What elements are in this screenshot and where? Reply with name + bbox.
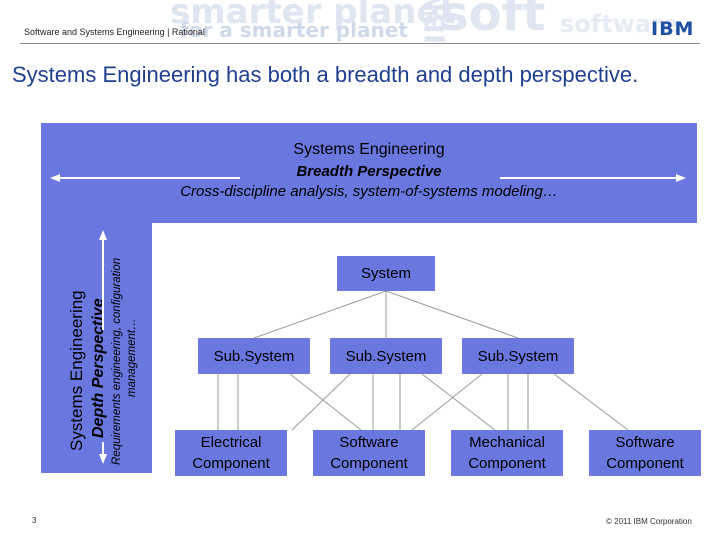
header-banner: smarter planet for a smarter planet IBM … [0, 0, 720, 46]
header-divider [20, 43, 700, 44]
subsystem-box: Sub.System [198, 338, 310, 374]
ibm-logo: IBM [651, 18, 697, 40]
component-box-software: Software Component [313, 430, 425, 476]
component-label: Software [339, 434, 399, 451]
breadcrumb: Software and Systems Engineering | Ratio… [24, 27, 205, 37]
subsystem-box: Sub.System [330, 338, 442, 374]
depth-band [41, 223, 152, 473]
component-box-mechanical: Mechanical Component [451, 430, 563, 476]
breadth-heading: Systems Engineering [293, 141, 445, 158]
component-label: Component [468, 455, 546, 472]
page-number: 3 [32, 516, 37, 525]
component-box-software-2: Software Component [589, 430, 701, 476]
subsystem-box: Sub.System [462, 338, 574, 374]
component-label: Electrical [200, 434, 262, 451]
system-box: System [337, 256, 435, 291]
breadth-subheading: Breadth Perspective [296, 163, 442, 180]
component-box-electrical: Electrical Component [175, 430, 287, 476]
slide-title: Systems Engineering has both a breadth a… [12, 62, 639, 87]
copyright-notice: © 2011 IBM Corporation [606, 517, 692, 526]
watermark-text: software [560, 10, 680, 38]
watermark-text: smarter planet [170, 0, 456, 32]
tree-connectors [217, 290, 629, 431]
component-label: Software [615, 434, 675, 451]
breadth-band [41, 123, 697, 223]
watermark-text: soft [440, 0, 546, 42]
breadth-description: Cross-discipline analysis, system-of-sys… [180, 183, 558, 200]
component-label: Component [330, 455, 408, 472]
component-label: Component [192, 455, 270, 472]
component-label: Mechanical [469, 434, 545, 451]
watermark-text: for a smarter planet [180, 18, 408, 42]
component-label: Component [606, 455, 684, 472]
